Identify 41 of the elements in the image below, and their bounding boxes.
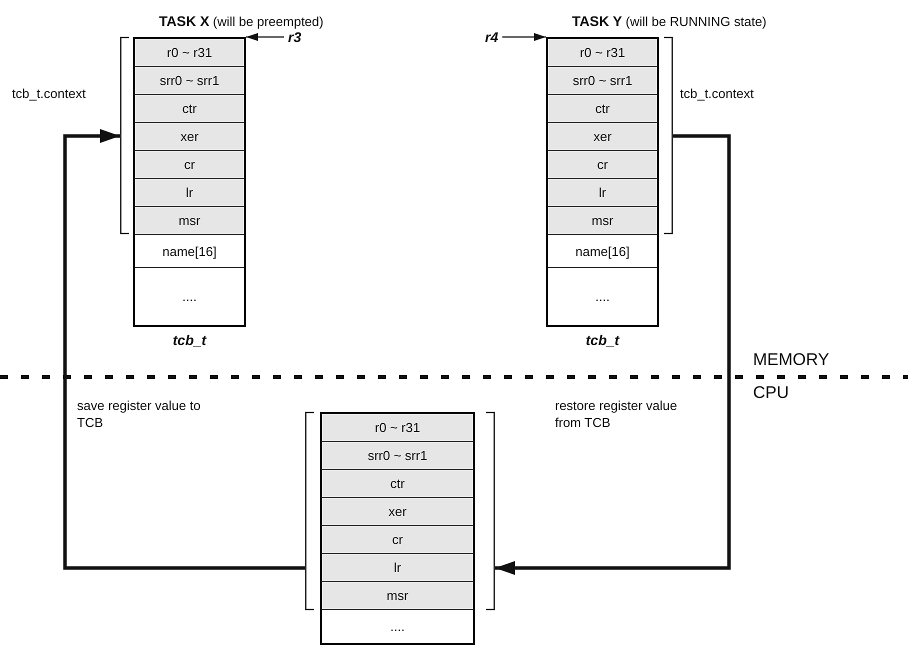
region-label: MEMORY <box>753 350 830 370</box>
register-name: r3 <box>284 29 306 45</box>
edge-label: save register value to TCB <box>77 397 202 431</box>
arrow <box>246 33 284 41</box>
register-cell: lr <box>548 179 657 207</box>
register-cell: msr <box>135 207 244 235</box>
register-cell: lr <box>135 179 244 207</box>
register-cell: cr <box>548 151 657 179</box>
register-cell: srr0 ~ srr1 <box>322 442 473 470</box>
block-caption: tcb_t.context <box>680 86 755 101</box>
memory-block <box>133 37 246 327</box>
arrow <box>495 134 731 575</box>
register-cell: ctr <box>548 95 657 123</box>
region-label: CPU <box>753 383 789 403</box>
register-cell: cr <box>322 526 473 554</box>
bracket <box>305 412 495 610</box>
register-cell: srr0 ~ srr1 <box>548 67 657 95</box>
register-cell: cr <box>135 151 244 179</box>
register-cell: r0 ~ r31 <box>548 39 657 67</box>
register-cell: lr <box>322 554 473 582</box>
edge-label: restore register value from TCB <box>555 397 678 431</box>
register-name: r4 <box>481 29 502 45</box>
arrow <box>63 129 305 570</box>
register-cell: ctr <box>135 95 244 123</box>
register-cell: msr <box>548 207 657 235</box>
register-cell: xer <box>548 123 657 151</box>
register-cell: srr0 ~ srr1 <box>135 67 244 95</box>
memory-block <box>320 412 475 645</box>
register-cell: xer <box>322 498 473 526</box>
arrow <box>502 33 546 41</box>
register-cell: r0 ~ r31 <box>135 39 244 67</box>
memory-block <box>546 37 659 327</box>
block-caption: tcb_t.context <box>12 86 87 101</box>
register-cell: ctr <box>322 470 473 498</box>
block-title: TASK Y (will be RUNNING state) <box>572 13 767 29</box>
block-caption: tcb_t <box>584 332 620 348</box>
block-caption: tcb_t <box>172 332 208 348</box>
register-cell: xer <box>135 123 244 151</box>
block-title: TASK X (will be preempted) <box>159 13 324 29</box>
register-cell: msr <box>322 582 473 610</box>
register-cell: r0 ~ r31 <box>322 414 473 442</box>
